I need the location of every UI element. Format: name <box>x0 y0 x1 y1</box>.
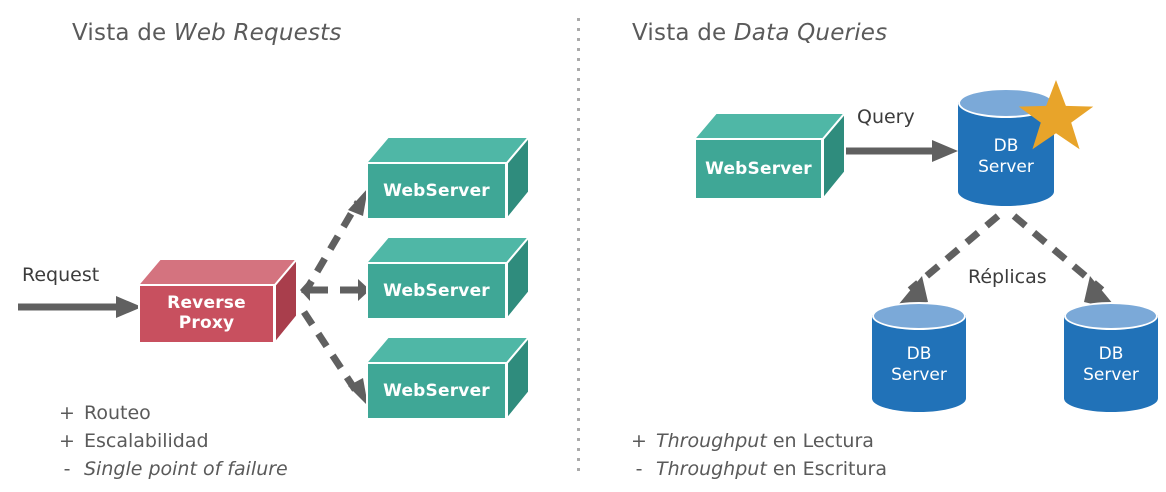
webserver-query-side-face <box>822 112 846 200</box>
webserver-2-label: WebServer <box>366 262 507 320</box>
right-panel-title-prefix: Vista de <box>632 20 734 46</box>
list-item: + Routeo <box>50 402 288 430</box>
left-panel-title-prefix: Vista de <box>72 20 174 46</box>
bullet-sign: + <box>59 430 75 452</box>
webserver-3-side-face <box>506 336 530 420</box>
reverse-proxy-side-face <box>274 258 298 344</box>
list-item: + Throughput en Lectura <box>622 430 887 458</box>
query-arrow <box>846 140 958 162</box>
left-panel-title: Vista de Web Requests <box>72 20 342 46</box>
list-item: - Throughput en Escritura <box>622 458 887 486</box>
bullet-text: Escalabilidad <box>84 430 209 452</box>
replica-db-1-top-cap <box>872 302 966 330</box>
left-panel-bullets: + Routeo + Escalabilidad - Single point … <box>50 402 288 486</box>
replica-db-2-top-cap <box>1064 302 1158 330</box>
proxy-to-webserver-2-arrow <box>300 279 370 301</box>
reverse-proxy-node[interactable]: Reverse Proxy <box>138 258 298 344</box>
replicas-label: Réplicas <box>968 266 1047 288</box>
proxy-to-webserver-1-arrow <box>300 188 368 296</box>
star-icon <box>1018 80 1094 150</box>
webserver-1-label: WebServer <box>366 162 507 220</box>
request-label: Request <box>22 264 100 286</box>
bullet-emphasis: Throughput <box>656 458 767 480</box>
replica-db-2-body <box>1064 315 1158 412</box>
list-item: + Escalabilidad <box>50 430 288 458</box>
bullet-rest: en Lectura <box>766 430 874 452</box>
replica-db-node-1[interactable]: DB Server <box>872 302 966 412</box>
request-arrow <box>18 296 142 318</box>
query-label: Query <box>857 106 915 128</box>
replica-db-1-body <box>872 315 966 412</box>
proxy-to-webserver-3-arrow <box>301 310 368 406</box>
webserver-query-label: WebServer <box>694 138 823 200</box>
bullet-emphasis: Single point of failure <box>84 458 288 480</box>
webserver-2-side-face <box>506 236 530 320</box>
bullet-rest: en Escritura <box>766 458 887 480</box>
bullet-text: Throughput en Escritura <box>656 458 887 480</box>
bullet-text: Routeo <box>84 402 151 424</box>
reverse-proxy-label-line1: Reverse <box>167 293 246 314</box>
webserver-1-side-face <box>506 136 530 220</box>
replica-db-node-2[interactable]: DB Server <box>1064 302 1158 412</box>
webserver-node-2[interactable]: WebServer <box>366 236 530 320</box>
right-panel-title: Vista de Data Queries <box>632 20 887 46</box>
primary-to-replica-2-arrow <box>1011 213 1118 310</box>
panel-divider <box>577 18 580 478</box>
left-panel-title-emphasis: Web Requests <box>173 20 342 46</box>
bullet-sign: - <box>63 458 71 480</box>
right-panel-bullets: + Throughput en Lectura - Throughput en … <box>622 430 887 486</box>
webserver-3-label: WebServer <box>366 362 507 420</box>
bullet-sign: + <box>59 402 75 424</box>
reverse-proxy-label-line2: Proxy <box>178 313 235 333</box>
bullet-sign: + <box>631 430 647 452</box>
right-panel-title-emphasis: Data Queries <box>733 20 888 46</box>
bullet-emphasis: Throughput <box>656 430 767 452</box>
reverse-proxy-front-face: Reverse Proxy <box>138 284 275 344</box>
webserver-node-query[interactable]: WebServer <box>694 112 846 200</box>
list-item: - Single point of failure <box>50 458 288 486</box>
webserver-node-1[interactable]: WebServer <box>366 136 530 220</box>
bullet-sign: - <box>635 458 643 480</box>
bullet-text: Single point of failure <box>84 458 288 480</box>
primary-to-replica-1-arrow <box>894 213 1001 310</box>
bullet-text: Throughput en Lectura <box>656 430 874 452</box>
webserver-node-3[interactable]: WebServer <box>366 336 530 420</box>
